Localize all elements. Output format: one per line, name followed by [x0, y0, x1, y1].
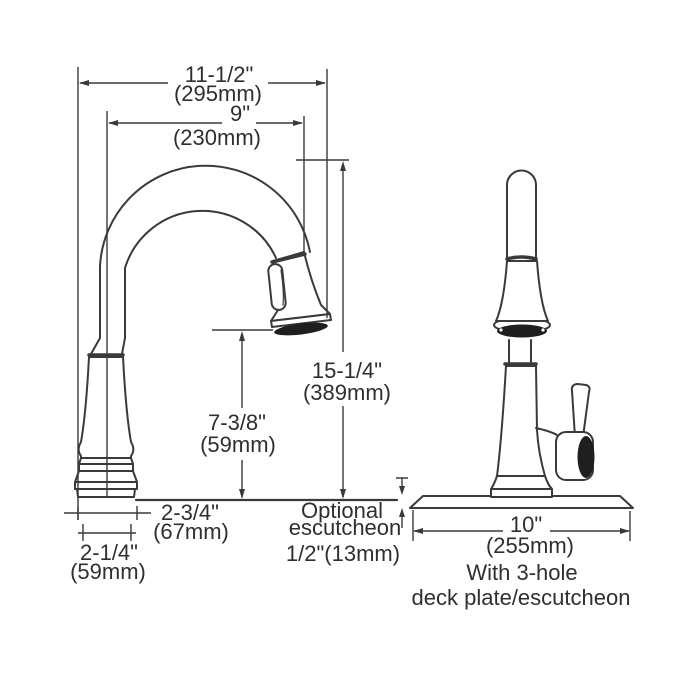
- label-deck-plate-width-in: 10": [510, 512, 542, 537]
- spray-head-joint: [270, 252, 307, 264]
- spray-face: [274, 322, 328, 336]
- side-tube-joint: [505, 255, 538, 261]
- dim-overall-height: [340, 161, 346, 499]
- handle-lever: [570, 383, 591, 438]
- label-base-trim-width-in: 2-3/4": [161, 500, 219, 525]
- deck-plate: [409, 495, 634, 509]
- dim-spout-reach: [108, 120, 303, 126]
- label-deck-plate-width-mm: (255mm): [486, 533, 574, 558]
- side-body: [496, 365, 546, 477]
- spray-head-band: [270, 313, 332, 328]
- base-ring-2: [78, 463, 134, 472]
- label-escutcheon-line1: Optional: [301, 498, 383, 523]
- dim-outlet-clearance: [239, 331, 245, 499]
- label-overall-height-in: 15-1/4": [312, 358, 382, 383]
- base-ring-4: [74, 481, 138, 490]
- base-ring-5: [76, 488, 136, 498]
- label-spout-reach-mm: (230mm): [173, 125, 261, 150]
- dimension-lines: [64, 67, 631, 541]
- label-base-width-in: 2-1/4": [80, 540, 138, 565]
- label-outlet-clearance-in: 7-3/8": [208, 410, 266, 435]
- base-ring-3: [74, 470, 138, 483]
- dim-base-trim-width: [64, 506, 151, 520]
- label-escutcheon-line2: escutcheon: [289, 515, 402, 540]
- dim-base-width: [78, 524, 136, 541]
- dim-escutcheon-thickness: [396, 477, 408, 528]
- label-overall-reach-mm: (295mm): [174, 81, 262, 106]
- label-base-trim-width-mm: (67mm): [153, 519, 229, 544]
- side-neck: [508, 339, 532, 364]
- label-overall-height-mm: (389mm): [303, 380, 391, 405]
- side-spray-face: [497, 324, 547, 338]
- label-escutcheon-thickness: 1/2"(13mm): [286, 541, 400, 566]
- label-deck-plate-note-line1: With 3-hole: [466, 560, 577, 585]
- label-overall-reach-in: 11-1/2": [185, 62, 254, 87]
- label-spout-reach-in: 9": [230, 101, 250, 126]
- spout-inner-arc: [121, 209, 277, 355]
- sprayer-button-inner-line: [280, 269, 284, 306]
- body-handle-step: [535, 427, 558, 436]
- bell-dot-right: [541, 328, 545, 332]
- label-deck-plate-note-line2: deck plate/escutcheon: [412, 585, 631, 610]
- faucet-body-front: [77, 356, 135, 459]
- dim-deck-plate-width: [413, 528, 630, 534]
- side-base: [490, 475, 553, 498]
- faucet-side-view: [409, 169, 634, 509]
- handle-housing-cap: [577, 436, 595, 478]
- side-tube: [506, 169, 537, 260]
- dimension-labels: 11-1/2" (295mm) 9" (230mm) 15-1/4" (389m…: [70, 62, 630, 610]
- side-head-cone: [495, 260, 549, 322]
- dim-overall-reach: [79, 80, 326, 86]
- faucet-front-view: [74, 111, 399, 502]
- label-base-width-mm: (59mm): [70, 559, 146, 584]
- label-outlet-clearance-mm: (59mm): [200, 432, 276, 457]
- bell-dot-left: [499, 328, 503, 332]
